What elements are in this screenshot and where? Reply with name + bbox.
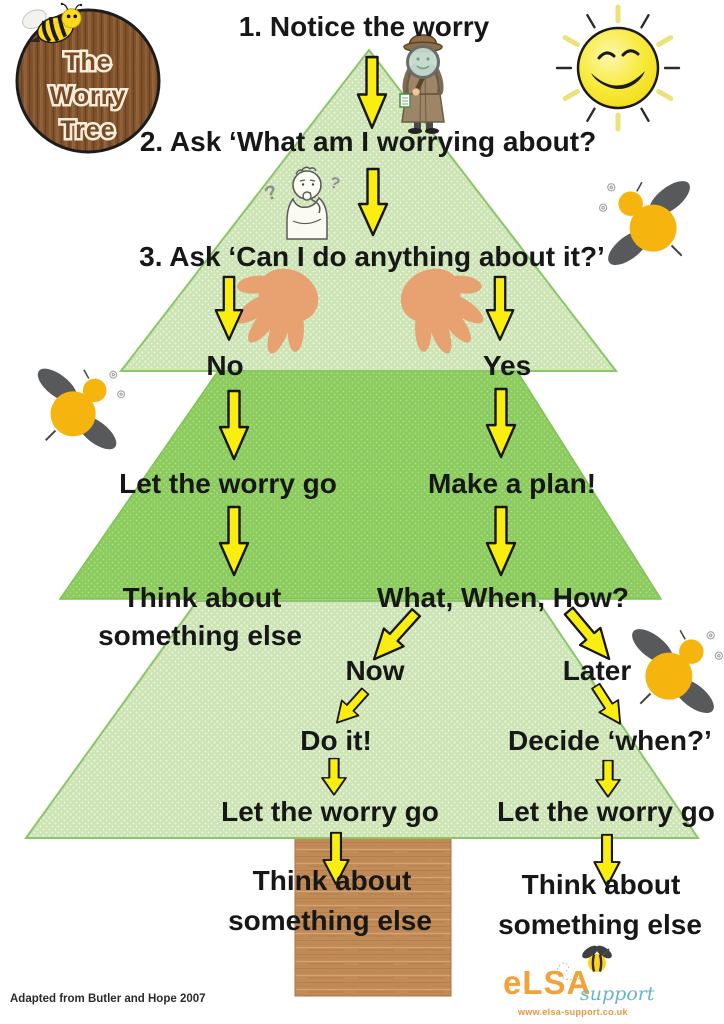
elsa-brand-name: eLSA [503, 964, 592, 1001]
no-branch-label: No [206, 350, 244, 381]
elsa-brand-suffix: support [580, 983, 655, 1005]
step-3-label: 3. Ask ‘Can I do anything about it?’ [139, 241, 605, 272]
question-mark-icon: ? [328, 174, 342, 193]
elsa-bee-icon [556, 945, 612, 981]
something-else-label: something else [228, 905, 432, 936]
tree-tier-bottom [24, 600, 700, 839]
elsa-brand-url: www.elsa-support.co.uk [518, 1007, 628, 1017]
decide-when-label: Decide ‘when?’ [508, 725, 712, 756]
think-about-label: Think about [521, 869, 681, 900]
now-branch-label: Now [345, 655, 405, 686]
let-worry-go-label: Let the worry go [497, 796, 715, 827]
logo-badge: The Worry Tree [15, 2, 161, 154]
something-else-label: something else [98, 620, 302, 651]
logo-text-line2: Worry [50, 82, 127, 110]
make-a-plan-label: Make a plan! [427, 468, 597, 499]
logo-text-line1: The [64, 48, 111, 76]
yes-branch-label: Yes [482, 350, 532, 381]
sun-icon [555, 4, 681, 132]
bee-flight-path [556, 962, 584, 981]
detective-icon [399, 34, 445, 134]
let-worry-go-label: Let the worry go [221, 796, 439, 827]
tree-trunk [294, 837, 452, 997]
step-1-label: 1. Notice the worry [238, 11, 490, 42]
logo-bee-icon [22, 2, 83, 44]
what-when-how-label: What, When, How? [377, 582, 629, 613]
let-worry-go-label: Let the worry go [119, 468, 337, 499]
think-about-label: Think about [122, 582, 282, 613]
bee-icon [31, 361, 126, 457]
attribution-text: Adapted from Butler and Hope 2007 [10, 993, 206, 1005]
something-else-label: something else [498, 909, 702, 940]
logo-text-line3: Tree [60, 116, 115, 144]
do-it-label: Do it! [300, 725, 372, 756]
later-branch-label: Later [562, 655, 632, 686]
step-2-label: 2. Ask ‘What am I worrying about? [139, 126, 597, 157]
think-about-label: Think about [252, 865, 412, 896]
